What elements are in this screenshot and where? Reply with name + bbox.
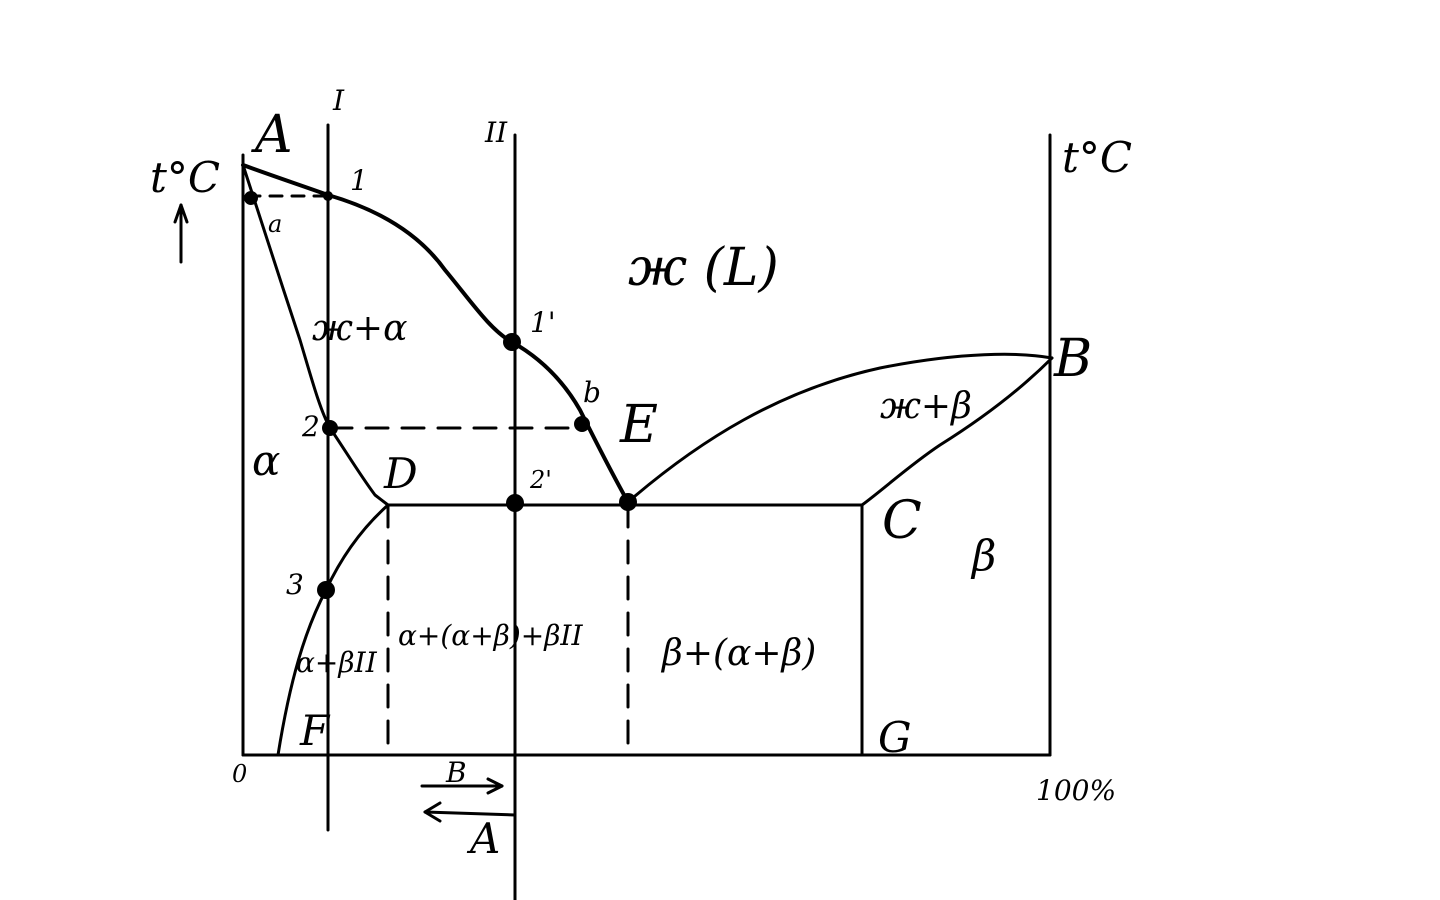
region-alpha-label: α — [252, 436, 280, 485]
point-2-prime-dot — [506, 494, 524, 512]
region-liquid-beta-label: ж+β — [880, 386, 972, 427]
point-1-dot — [323, 191, 333, 201]
liquidus-a-e — [241, 163, 630, 504]
point-e-dot — [619, 493, 637, 511]
point-1-prime-dot — [503, 333, 521, 351]
solvus-d-f — [276, 503, 390, 757]
point-b-dot — [574, 416, 590, 432]
point-3-dot — [317, 581, 335, 599]
region-beta-label: β — [970, 531, 996, 580]
solidus-b-c — [860, 356, 1054, 507]
arrow-b-label: B — [445, 756, 467, 789]
point-2-dot — [322, 420, 338, 436]
vertex-b-label: B — [1053, 329, 1092, 389]
region-hypereutectic-label: β+(α+β) — [660, 633, 816, 674]
arrow-b-head — [486, 777, 504, 795]
vertex-d-label: D — [383, 449, 418, 498]
arrow-a-head — [423, 801, 442, 823]
vertex-c-label: C — [882, 491, 922, 551]
point-a-label: a — [268, 210, 282, 238]
point-1-prime-label: 1' — [530, 306, 556, 339]
region-liquid-alpha-label: ж+α — [312, 308, 407, 349]
point-a-dot — [244, 191, 258, 205]
temperature-label-left: t°C — [150, 153, 220, 202]
point-2-label: 2 — [301, 410, 320, 443]
solidus-a-d — [241, 163, 390, 507]
axis-end-label: 100% — [1036, 774, 1116, 807]
arrow-a-label: A — [466, 814, 500, 863]
vertex-e-label: E — [619, 395, 658, 455]
liquidus-e-b — [626, 352, 1054, 504]
alloy-line-ii-label: II — [484, 116, 508, 149]
region-liquid-label: ж (L) — [628, 238, 779, 298]
point-2-prime-label: 2' — [529, 466, 552, 494]
region-alpha-beta-ii-label: α+βII — [296, 646, 378, 679]
vertex-g-label: G — [878, 713, 912, 762]
arrow-a-shaft — [423, 810, 517, 817]
temperature-arrow-head — [173, 203, 189, 224]
vertex-a-label: A — [251, 105, 293, 165]
point-1-label: 1 — [350, 164, 368, 197]
temperature-label-right: t°C — [1062, 133, 1132, 182]
region-hypoeutectic-label: α+(α+β)+βII — [398, 619, 583, 652]
vertex-f-label: F — [299, 706, 331, 755]
point-b-label: b — [583, 376, 601, 409]
axis-origin-label: 0 — [232, 760, 247, 788]
point-3-label: 3 — [286, 568, 304, 601]
alloy-line-i-label: I — [332, 84, 345, 117]
